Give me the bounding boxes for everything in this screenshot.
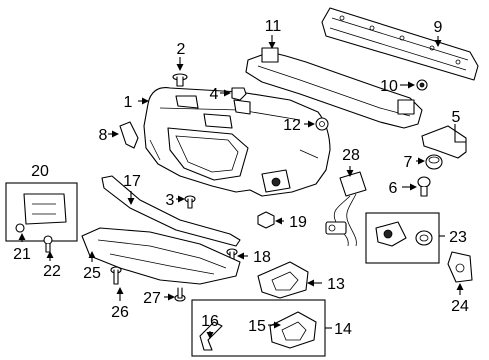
callout-16: 16 xyxy=(201,313,219,330)
plug-part-7 xyxy=(425,154,443,170)
screw-part-21 xyxy=(15,223,25,233)
push-pin-part-2 xyxy=(172,73,188,87)
callout-26: 26 xyxy=(111,304,129,321)
callout-1: 1 xyxy=(124,94,133,111)
screw-part-27 xyxy=(174,287,186,302)
callout-25: 25 xyxy=(83,265,101,282)
bolt-part-10 xyxy=(416,79,428,91)
screw-part-3 xyxy=(184,195,196,209)
energy-absorber-part-11 xyxy=(245,47,423,129)
sensor-part-23 xyxy=(375,221,433,247)
callout-11: 11 xyxy=(265,18,282,35)
callout-19: 19 xyxy=(289,214,307,231)
callout-18: 18 xyxy=(253,249,271,266)
license-bracket-part-20 xyxy=(23,193,67,225)
callout-21: 21 xyxy=(13,246,31,263)
callout-6: 6 xyxy=(389,180,398,197)
nut-part-19 xyxy=(257,211,275,229)
impact-bar-part-9 xyxy=(321,7,479,81)
parts-group-box-20 xyxy=(5,182,78,242)
clip-part-4 xyxy=(231,87,247,101)
callout-12: 12 xyxy=(283,117,301,134)
wiring-harness-part-28 xyxy=(325,171,367,247)
callout-27: 27 xyxy=(143,290,161,307)
callout-24: 24 xyxy=(451,298,469,315)
callout-4: 4 xyxy=(210,86,219,103)
callout-13: 13 xyxy=(327,276,345,293)
screw-part-26 xyxy=(110,266,122,285)
callout-3: 3 xyxy=(166,192,175,209)
bumper-fascia-part-1 xyxy=(143,87,331,197)
callout-17: 17 xyxy=(123,173,141,190)
callout-9: 9 xyxy=(434,19,443,36)
callout-labels: 1 2 3 4 5 6 7 8 9 10 11 12 13 14 15 16 1… xyxy=(13,18,469,338)
callout-14: 14 xyxy=(334,321,352,338)
callout-8: 8 xyxy=(99,127,108,144)
sensor-bezel-part-24 xyxy=(447,251,473,283)
callout-22: 22 xyxy=(43,263,61,280)
splash-shield-part-25 xyxy=(81,227,241,285)
side-bracket-part-8 xyxy=(119,121,139,149)
callout-2: 2 xyxy=(177,41,186,58)
callout-15: 15 xyxy=(248,318,266,335)
fog-bezel-part-13 xyxy=(257,261,309,299)
callout-20: 20 xyxy=(31,163,49,180)
callout-23: 23 xyxy=(449,229,467,246)
callout-5: 5 xyxy=(452,109,461,126)
nut-part-12 xyxy=(315,117,329,131)
screw-part-22 xyxy=(43,235,53,253)
parts-group-box-23 xyxy=(365,212,440,264)
callout-7: 7 xyxy=(404,154,413,171)
leader-lines xyxy=(18,35,466,339)
screw-part-6 xyxy=(417,176,431,197)
fog-bezel-part-15 xyxy=(269,311,317,349)
callout-10: 10 xyxy=(380,78,398,95)
callout-28: 28 xyxy=(342,147,360,164)
